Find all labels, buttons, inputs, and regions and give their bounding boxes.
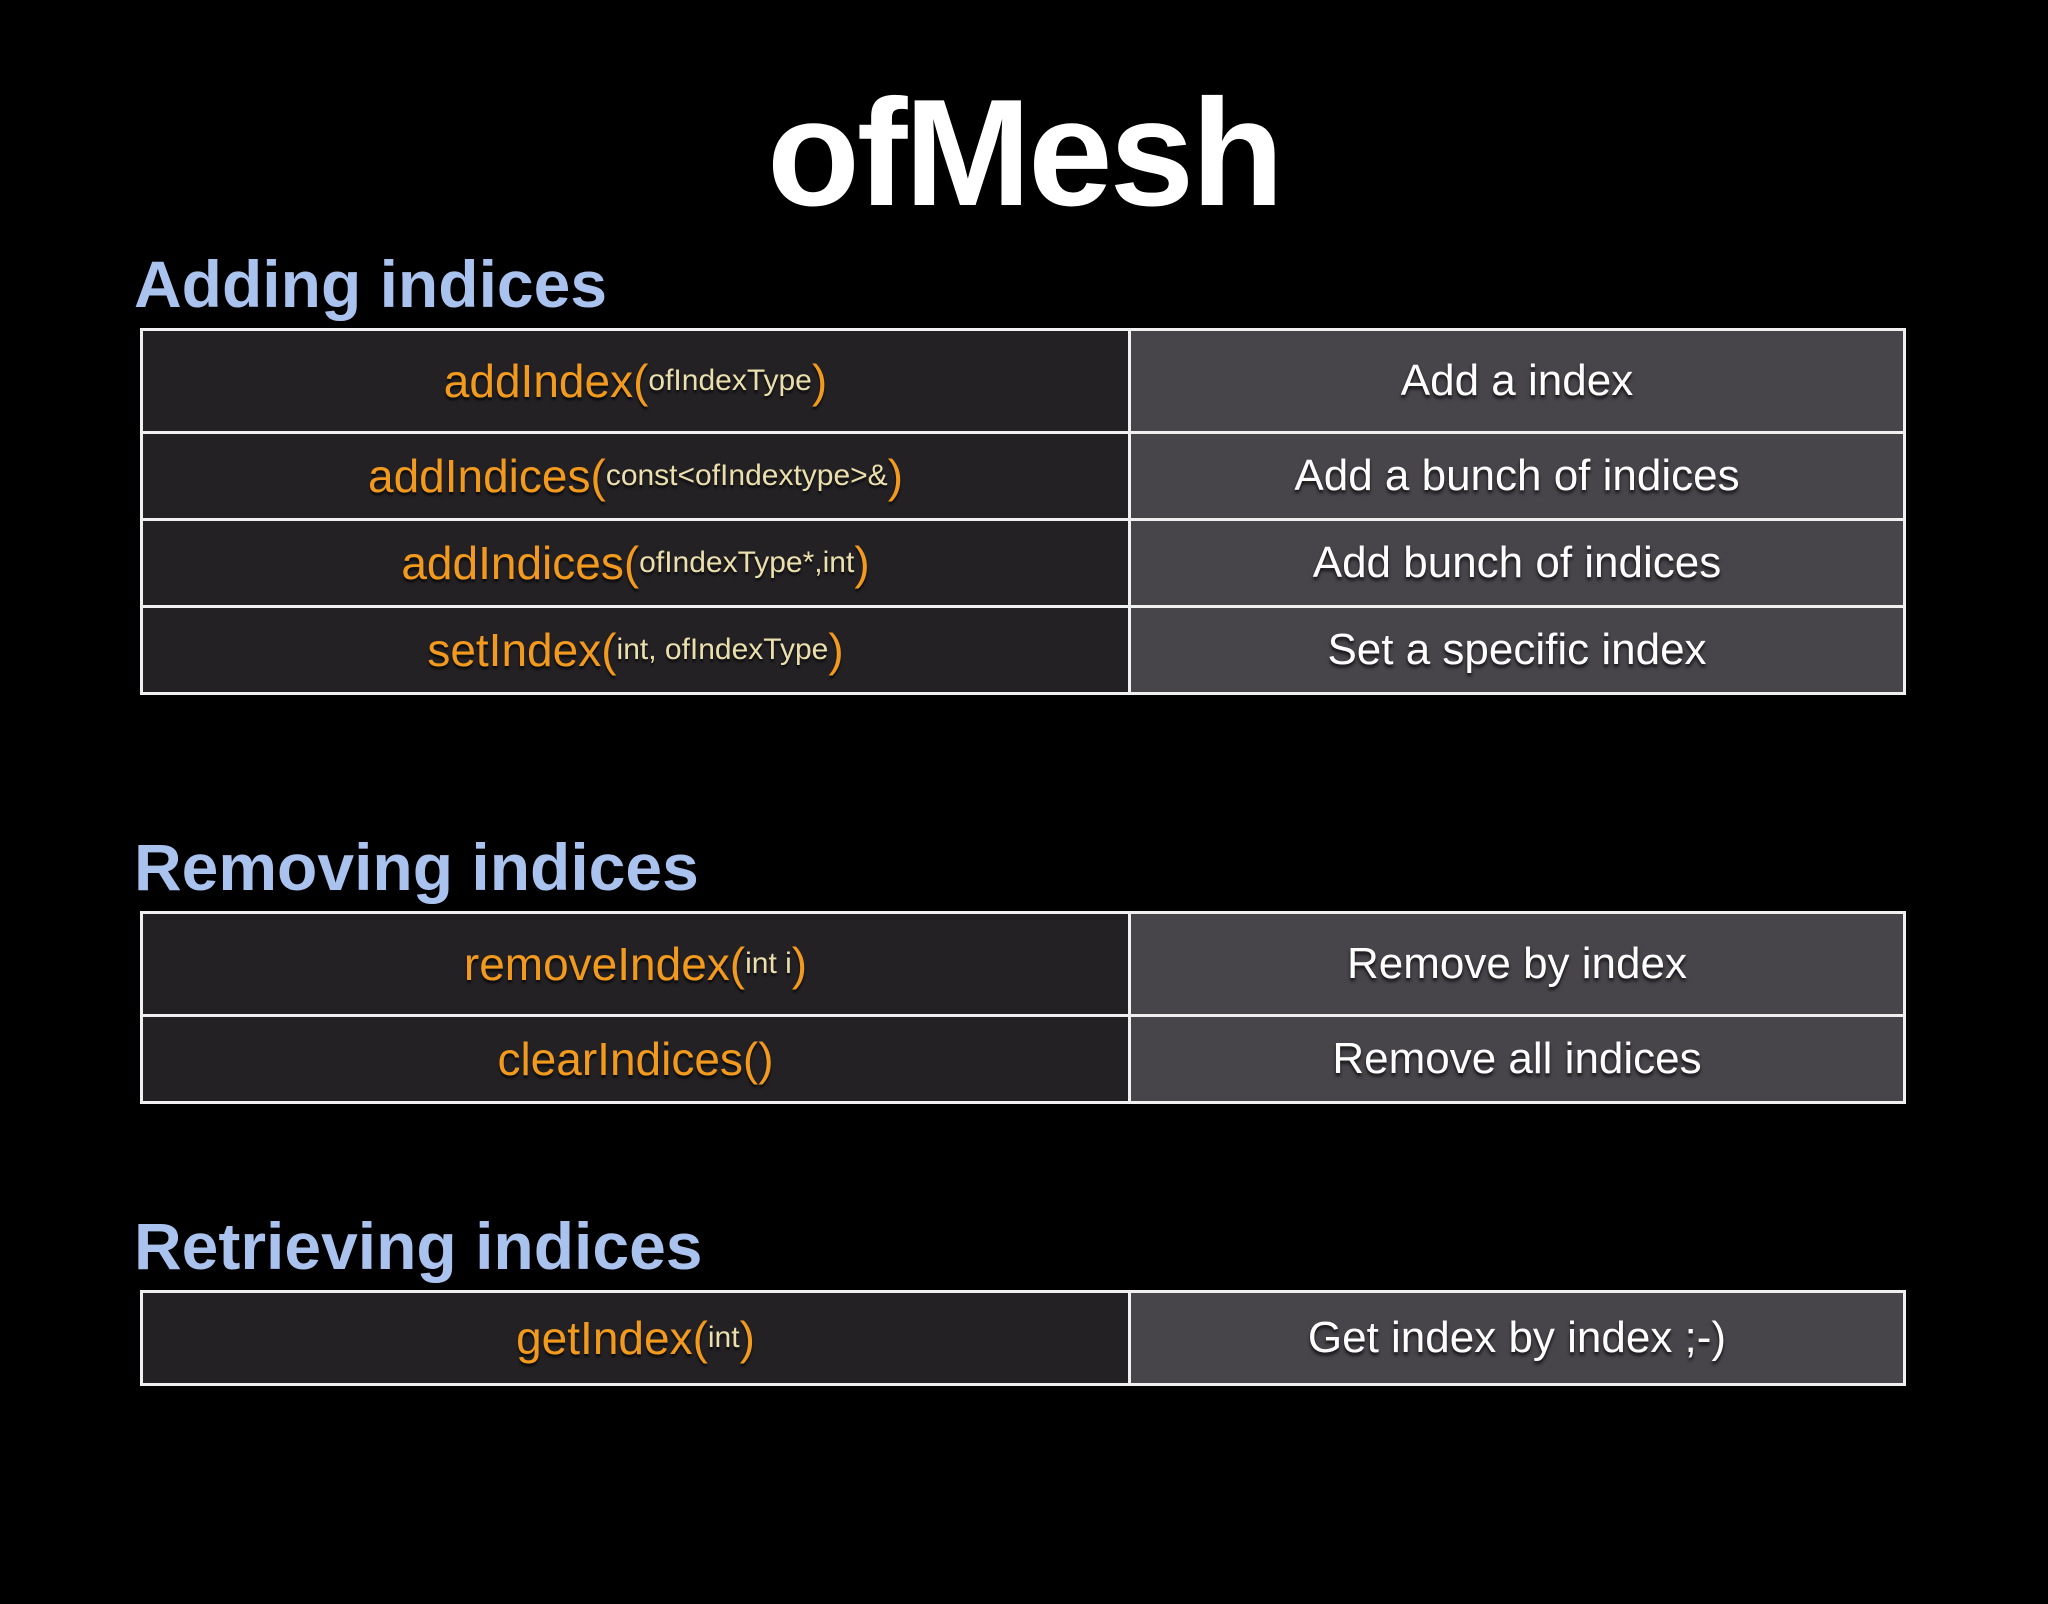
code-close: ) — [828, 624, 844, 677]
slide-title: ofMesh — [767, 68, 1284, 238]
description-cell: Set a specific index — [1131, 608, 1903, 693]
slide: ofMesh Adding indices addIndex(ofIndexTy… — [0, 68, 2048, 1604]
code-params: ofIndexType — [648, 364, 812, 398]
code-cell: clearIndices() — [143, 1017, 1128, 1102]
description-cell: Add a bunch of indices — [1131, 434, 1903, 519]
code-name: removeIndex( — [463, 938, 746, 991]
code-params: int — [707, 1320, 740, 1354]
description-cell: Remove by index — [1131, 914, 1903, 1015]
code-close: ) — [811, 355, 828, 408]
code-name: getIndex( — [516, 1311, 708, 1364]
code-name: addIndices( — [367, 450, 606, 503]
retrieving-indices-table: getIndex(int) Get index by index ;-) — [140, 1289, 1906, 1386]
code-cell: addIndex(ofIndexType) — [143, 331, 1128, 432]
section-heading-retrieving: Retrieving indices — [134, 1209, 703, 1284]
code-cell: addIndices(ofIndexType*,int) — [143, 521, 1128, 606]
adding-indices-table: addIndex(ofIndexType) Add a index addInd… — [140, 328, 1906, 696]
code-close: ) — [887, 450, 904, 503]
code-close: ) — [791, 938, 808, 991]
description-cell: Add bunch of indices — [1131, 521, 1903, 606]
code-close: ) — [854, 537, 870, 590]
removing-indices-table: removeIndex(int i) Remove by index clear… — [140, 911, 1906, 1105]
code-name: setIndex( — [427, 624, 617, 677]
code-params: int, ofIndexType — [616, 633, 829, 667]
code-close: ) — [739, 1311, 755, 1364]
code-cell: setIndex(int, ofIndexType) — [143, 608, 1128, 693]
code-params: ofIndexType*,int — [639, 546, 855, 580]
code-cell: getIndex(int) — [143, 1292, 1128, 1383]
code-params: const<ofIndextype>& — [605, 459, 888, 493]
code-name: clearIndices() — [497, 1033, 774, 1086]
code-name: addIndex( — [443, 355, 649, 408]
code-params: int i — [745, 947, 792, 981]
description-cell: Remove all indices — [1131, 1017, 1903, 1102]
description-cell: Get index by index ;-) — [1131, 1292, 1903, 1383]
code-cell: removeIndex(int i) — [143, 914, 1128, 1015]
code-name: addIndices( — [401, 537, 640, 590]
section-heading-removing: Removing indices — [134, 830, 699, 905]
section-heading-adding: Adding indices — [134, 247, 608, 322]
code-cell: addIndices(const<ofIndextype>&) — [143, 434, 1128, 519]
description-cell: Add a index — [1131, 331, 1903, 432]
